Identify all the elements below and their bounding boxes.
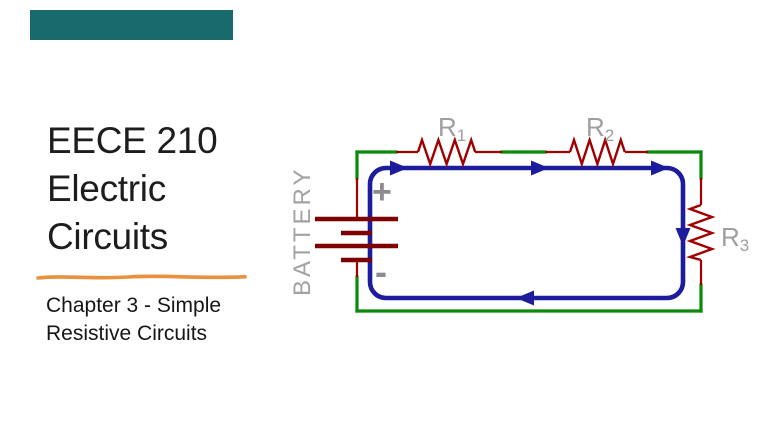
slide-subtitle: Chapter 3 - Simple Resistive Circuits xyxy=(46,292,221,348)
subtitle-line-2: Resistive Circuits xyxy=(46,322,208,345)
title-line-2: Electric xyxy=(47,168,166,209)
current-arrow-top-right-icon xyxy=(651,160,669,176)
label-r3: R3 xyxy=(721,222,749,255)
circuit-labels: R1 R2 R3 BATTERY + - xyxy=(289,112,749,296)
label-battery: BATTERY xyxy=(289,167,316,296)
hand-drawn-divider xyxy=(36,274,247,280)
resistor-r2-symbol xyxy=(568,136,626,168)
label-r2-base: R xyxy=(586,112,605,142)
slide-title: EECE 210 Electric Circuits xyxy=(47,117,218,261)
current-arrow-bottom-icon xyxy=(516,290,534,306)
resistors xyxy=(416,136,716,262)
header-accent-bar xyxy=(30,10,233,40)
label-r3-sub: 3 xyxy=(740,236,749,255)
battery-symbol xyxy=(315,216,398,263)
subtitle-line-1: Chapter 3 - Simple xyxy=(46,294,222,317)
current-arrow-top-mid-icon xyxy=(531,160,549,176)
label-r2-sub: 2 xyxy=(605,126,614,145)
title-line-3: Circuits xyxy=(47,216,168,257)
divider-stroke xyxy=(36,274,247,280)
divider-stroke-overlay xyxy=(41,276,147,280)
title-line-1: EECE 210 xyxy=(47,120,218,161)
component-leads xyxy=(355,150,703,285)
label-r3-base: R xyxy=(721,222,740,252)
current-loop xyxy=(367,160,691,306)
resistor-r3-symbol xyxy=(686,203,716,262)
wire-green xyxy=(355,150,703,313)
label-r1-sub: 1 xyxy=(457,126,466,145)
resistor-r1-symbol xyxy=(416,136,477,168)
label-r2: R2 xyxy=(586,112,614,145)
current-arrow-top-left-icon xyxy=(390,160,408,176)
label-r1-base: R xyxy=(438,112,457,142)
current-loop-path xyxy=(367,165,686,301)
label-r1: R1 xyxy=(438,112,466,145)
battery-minus-sign: - xyxy=(375,251,387,292)
battery-plus-sign: + xyxy=(372,173,392,211)
current-arrow-right-icon xyxy=(675,228,691,246)
